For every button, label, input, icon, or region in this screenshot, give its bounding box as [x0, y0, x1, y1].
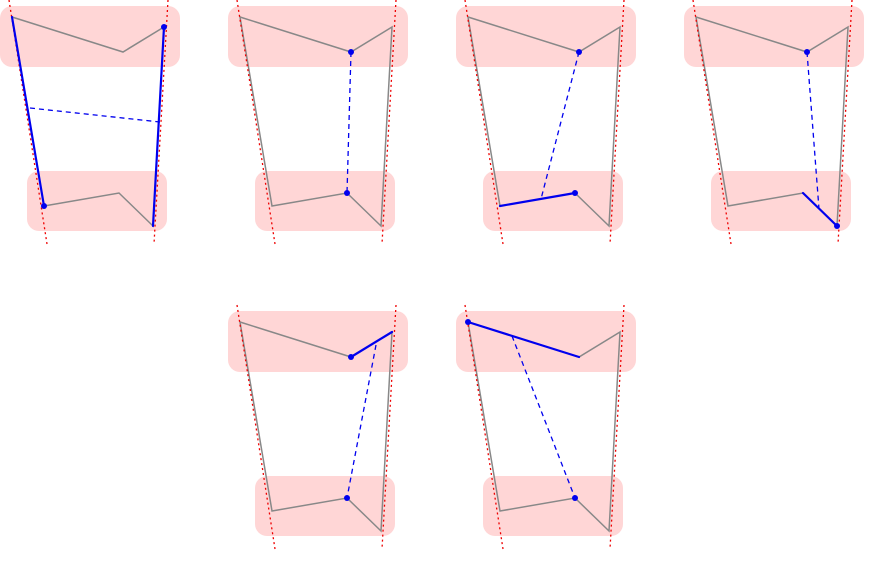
- left-boundary-line: [236, 0, 276, 245]
- highlighted-edge: [801, 191, 839, 228]
- upper-band: [228, 311, 408, 372]
- lower-band: [255, 476, 395, 536]
- highlighted-edge: [349, 330, 394, 359]
- lower-band: [255, 171, 395, 231]
- diagram-panel: [228, 304, 408, 550]
- lower-band: [483, 476, 623, 536]
- highlighted-edge: [466, 320, 581, 359]
- vertex-point: [348, 49, 354, 55]
- distance-line: [540, 51, 580, 200]
- lower-band: [483, 171, 623, 231]
- upper-band: [0, 6, 180, 67]
- highlighted-edge: [10, 15, 46, 208]
- right-boundary-line: [381, 0, 397, 245]
- vertex-point: [834, 223, 840, 229]
- vertex-point: [348, 354, 354, 360]
- distance-line: [346, 344, 377, 499]
- vertex-point: [465, 319, 471, 325]
- left-boundary-line: [692, 0, 732, 245]
- lower-band: [27, 171, 167, 231]
- right-boundary-line: [837, 0, 853, 245]
- distance-line: [29, 107, 161, 123]
- left-boundary-line: [464, 0, 504, 245]
- vertex-point: [576, 49, 582, 55]
- vertex-point: [572, 190, 578, 196]
- diagram-panel: [456, 304, 636, 550]
- vertex-point: [804, 49, 810, 55]
- diagram-panel: [228, 0, 408, 245]
- diagram-panel: [0, 0, 180, 245]
- distance-line: [511, 335, 576, 499]
- upper-band: [684, 6, 864, 67]
- vertex-point: [161, 24, 167, 30]
- right-boundary-line: [609, 304, 625, 550]
- left-boundary-line: [236, 304, 276, 550]
- vertex-point: [344, 190, 350, 196]
- diagram-panel: [684, 0, 864, 245]
- right-boundary-line: [153, 0, 169, 245]
- upper-band: [456, 6, 636, 67]
- upper-band: [228, 6, 408, 67]
- right-boundary-line: [381, 304, 397, 550]
- highlighted-edge: [498, 191, 577, 208]
- lower-band: [711, 171, 851, 231]
- diagram-panel: [456, 0, 636, 245]
- right-boundary-line: [609, 0, 625, 245]
- distance-line: [346, 51, 352, 194]
- vertex-point: [41, 203, 47, 209]
- vertex-point: [572, 495, 578, 501]
- highlighted-edge: [151, 25, 166, 228]
- vertex-point: [344, 495, 350, 501]
- upper-band: [456, 311, 636, 372]
- left-boundary-line: [464, 304, 504, 550]
